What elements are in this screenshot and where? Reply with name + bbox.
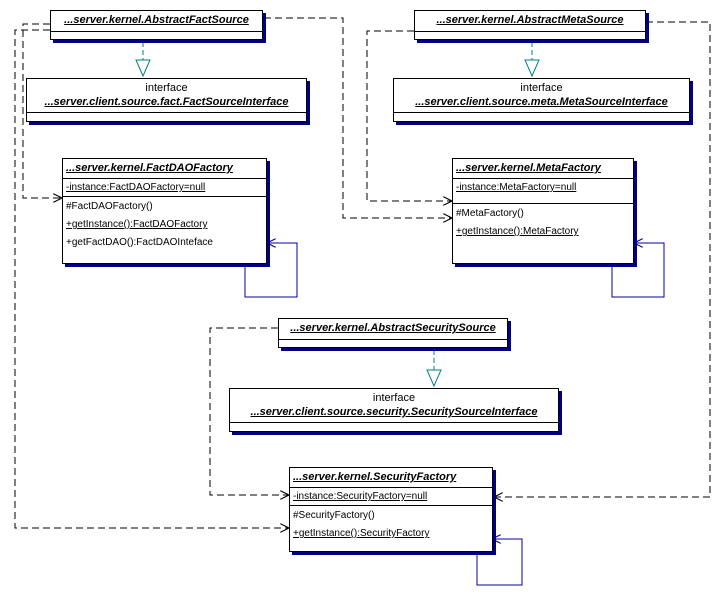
class-abstract-meta-source[interactable]: ...server.kernel.AbstractMetaSource — [414, 10, 646, 40]
class-name: ...server.kernel.FactDAOFactory — [66, 162, 233, 174]
attribute-row: -instance:MetaFactory=null — [456, 182, 577, 193]
dependency-fact-source-to-meta-factory — [264, 17, 452, 218]
method-row: #FactDAOFactory() — [66, 201, 153, 212]
compartment-divider — [415, 31, 645, 32]
compartment-divider — [453, 178, 633, 179]
class-name: ...server.kernel.AbstractFactSource — [64, 14, 249, 26]
method-row: +getInstance():MetaFactory — [456, 226, 579, 237]
method-row: +getInstance():SecurityFactory — [293, 528, 430, 539]
compartment-divider — [453, 203, 633, 204]
attribute-row: -instance:SecurityFactory=null — [293, 491, 428, 502]
compartment-divider — [290, 487, 492, 488]
interface-name: ...server.client.source.security.Securit… — [250, 406, 538, 418]
realization-meta-source — [524, 42, 540, 78]
self-association-fact-dao-factory — [244, 243, 298, 298]
class-abstract-security-source[interactable]: ...server.kernel.AbstractSecuritySource — [278, 318, 508, 348]
class-name: ...server.kernel.SecurityFactory — [293, 471, 457, 483]
method-row: +getFactDAO():FactDAOInteface — [66, 237, 213, 248]
attribute-row: -instance:FactDAOFactory=null — [66, 182, 206, 193]
interface-fact-source[interactable]: interface ...server.client.source.fact.F… — [26, 78, 307, 122]
dependency-fact-source-to-security-factory — [14, 29, 289, 528]
interface-meta-source[interactable]: interface ...server.client.source.meta.M… — [393, 78, 690, 122]
compartment-divider — [63, 196, 266, 197]
compartment-divider — [51, 31, 262, 32]
compartment-divider — [27, 112, 306, 113]
attributes-compartment: -instance:SecurityFactory=null — [290, 488, 492, 505]
method-row: #MetaFactory() — [456, 208, 524, 219]
methods-compartment: #FactDAOFactory() +getInstance():FactDAO… — [63, 197, 266, 252]
realization-fact-source — [135, 42, 151, 78]
method-row: #SecurityFactory() — [293, 510, 375, 521]
interface-security-source[interactable]: interface ...server.client.source.securi… — [229, 388, 559, 432]
compartment-divider — [394, 112, 689, 113]
attributes-compartment: -instance:MetaFactory=null — [453, 179, 633, 203]
dependency-fact-source-to-fact-dao-factory — [22, 23, 62, 198]
class-abstract-fact-source[interactable]: ...server.kernel.AbstractFactSource — [50, 10, 263, 40]
interface-name: ...server.client.source.fact.FactSourceI… — [44, 96, 289, 108]
class-fact-dao-factory[interactable]: ...server.kernel.FactDAOFactory -instanc… — [62, 158, 267, 264]
interface-stereotype: interface — [520, 82, 563, 94]
method-row: +getInstance():FactDAOFactory — [66, 219, 208, 230]
class-meta-factory[interactable]: ...server.kernel.MetaFactory -instance:M… — [452, 158, 634, 264]
compartment-divider — [63, 178, 266, 179]
methods-compartment: #MetaFactory() +getInstance():MetaFactor… — [453, 204, 633, 241]
class-name: ...server.kernel.MetaFactory — [456, 162, 601, 174]
dependency-meta-source-to-meta-factory — [366, 30, 452, 201]
interface-name: ...server.client.source.meta.MetaSourceI… — [415, 96, 668, 108]
interface-stereotype: interface — [145, 82, 188, 94]
interface-stereotype: interface — [372, 392, 416, 404]
dependency-meta-source-to-security-factory — [494, 21, 711, 497]
class-security-factory[interactable]: ...server.kernel.SecurityFactory -instan… — [289, 467, 493, 552]
compartment-divider — [279, 339, 507, 340]
attributes-compartment: -instance:FactDAOFactory=null — [63, 179, 266, 196]
compartment-divider — [230, 422, 558, 423]
class-name: ...server.kernel.AbstractMetaSource — [436, 14, 624, 26]
class-name: ...server.kernel.AbstractSecuritySource — [290, 322, 496, 334]
self-association-meta-factory — [611, 243, 665, 298]
self-association-security-factory — [476, 539, 523, 586]
compartment-divider — [290, 505, 492, 506]
realization-security-source — [426, 350, 442, 388]
methods-compartment: #SecurityFactory() +getInstance():Securi… — [290, 506, 492, 543]
dependency-security-source-to-security-factory — [209, 327, 289, 495]
